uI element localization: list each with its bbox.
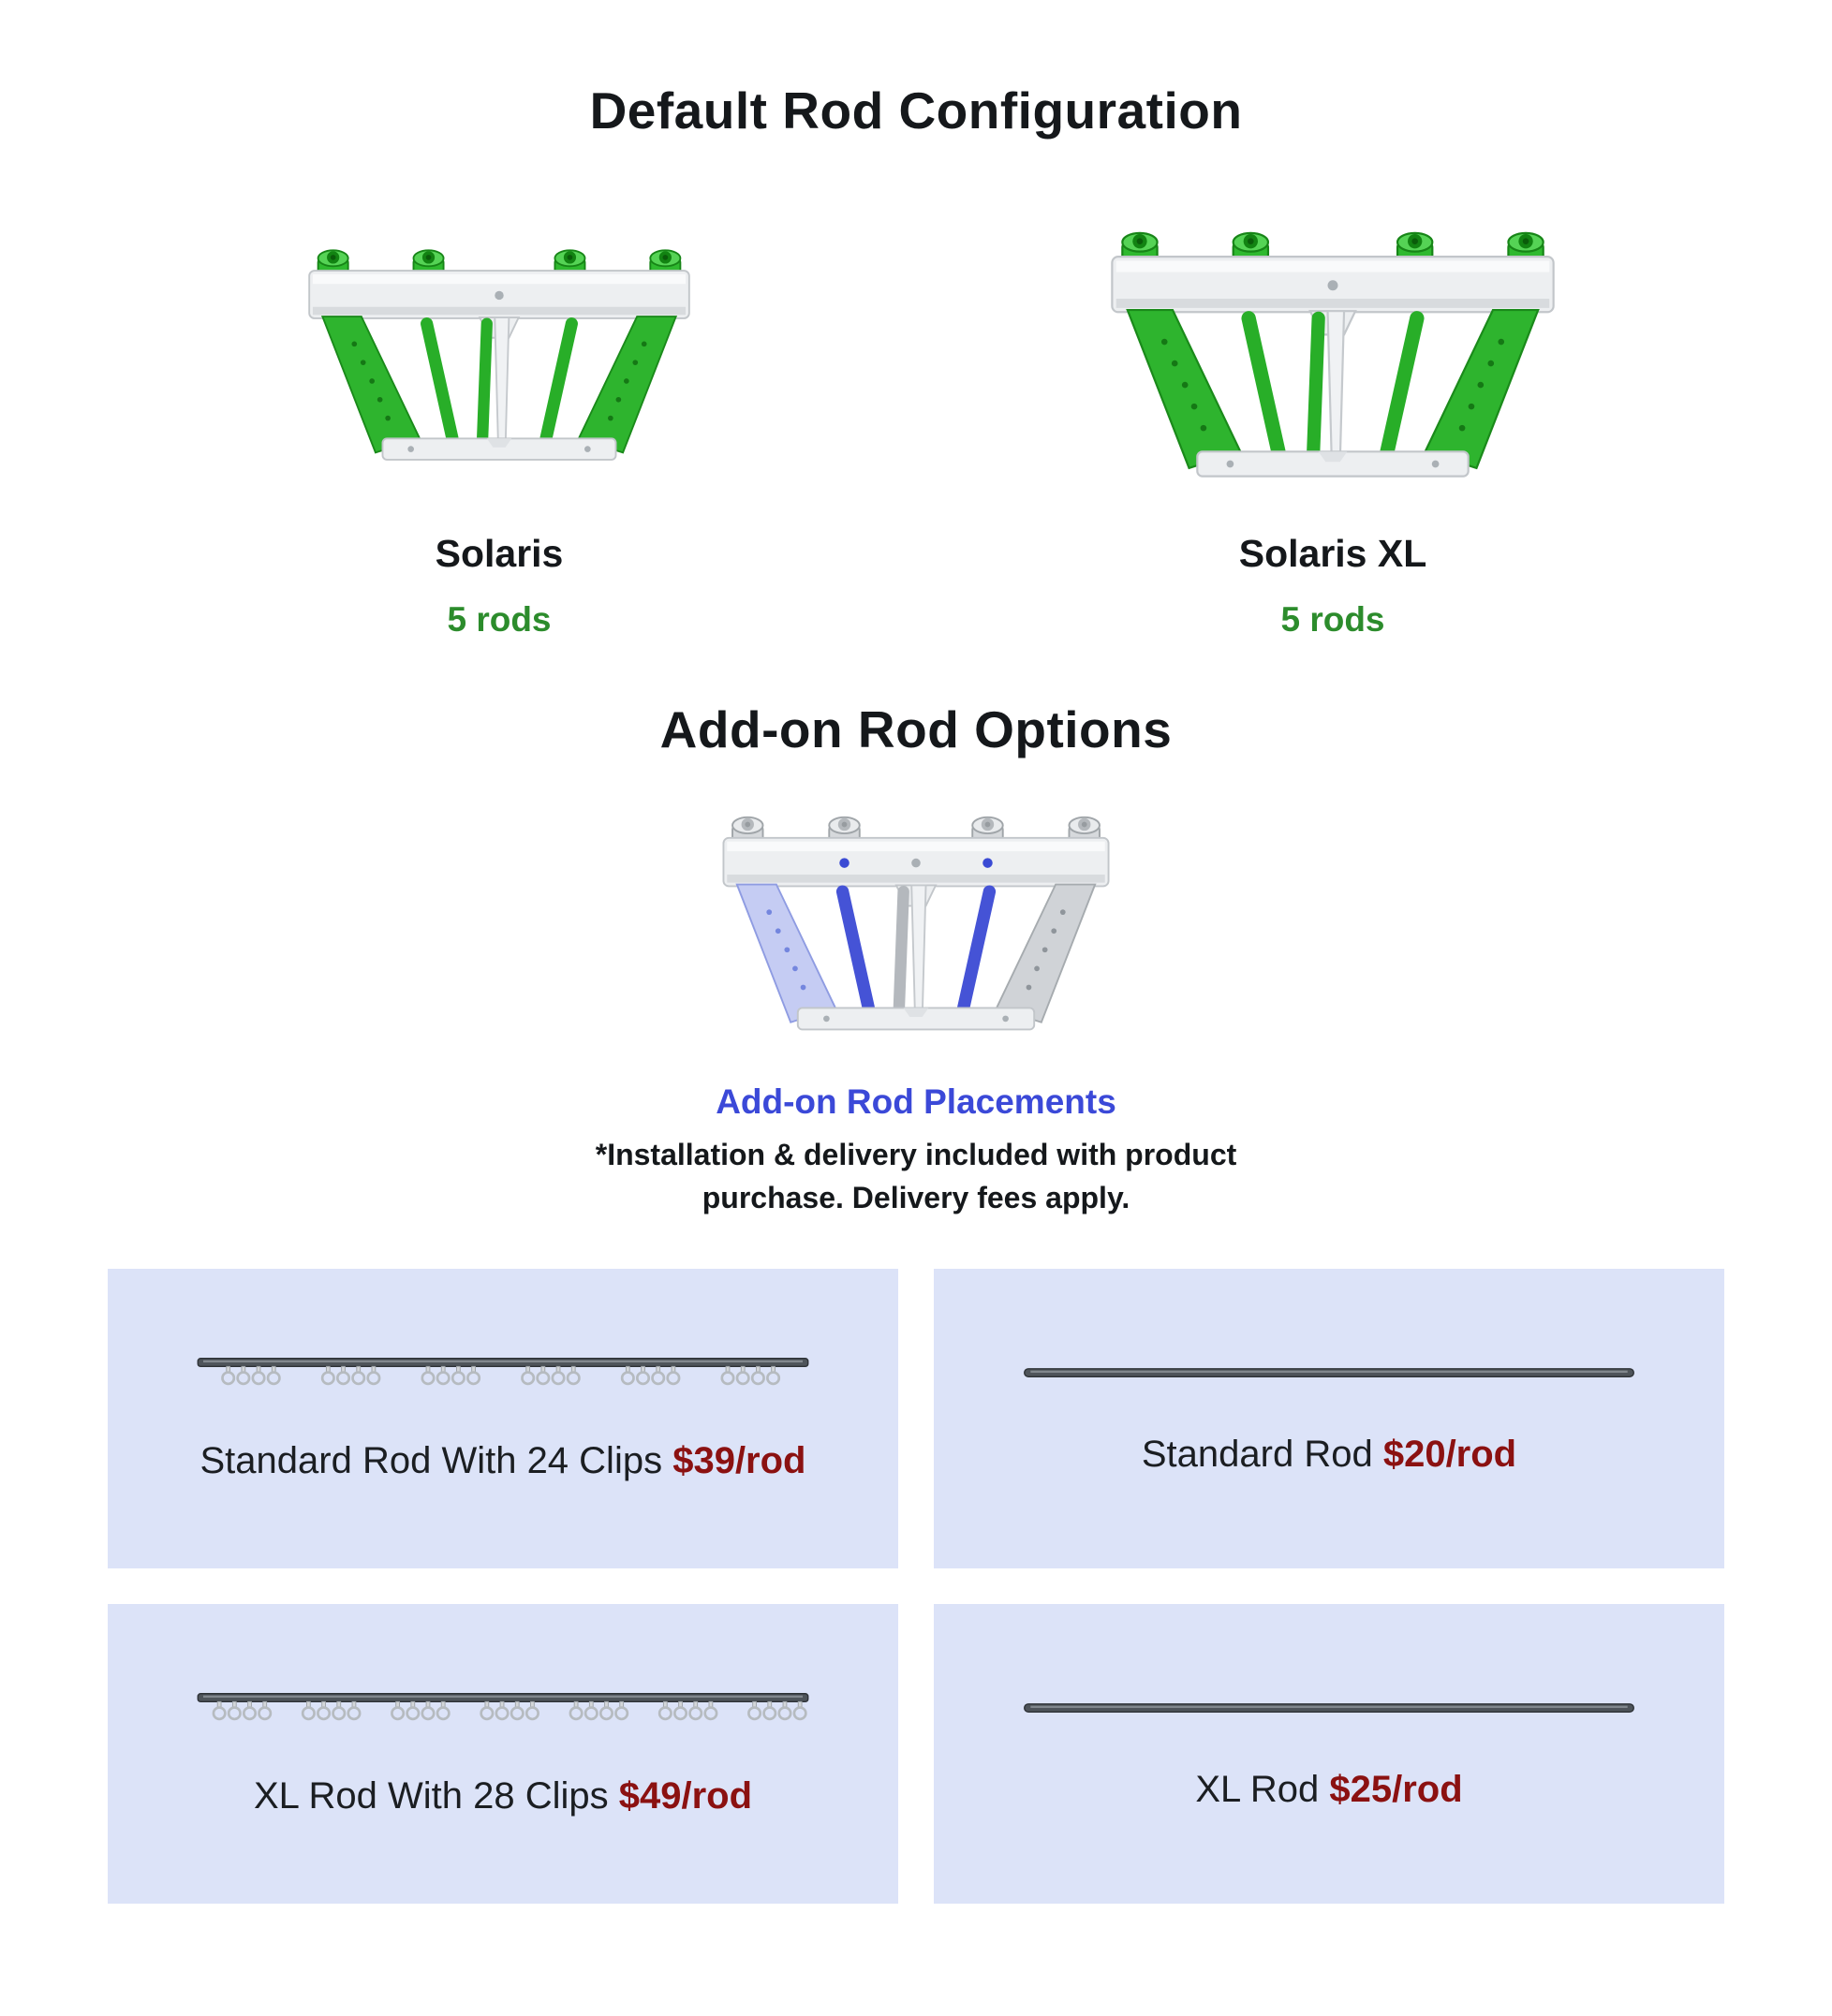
product-solaris: Solaris 5 rods <box>82 195 916 640</box>
card-price: $39/rod <box>672 1440 806 1482</box>
card-label: Standard Rod With 24 Clips $39/rod <box>200 1440 806 1482</box>
standard-rod-image <box>1020 1361 1638 1385</box>
card-xl-rod[interactable]: XL Rod $25/rod <box>934 1603 1724 1904</box>
addon-placement-label: Add-on Rod Placements <box>716 1082 1116 1121</box>
product-solaris-xl: Solaris XL 5 rods <box>916 195 1750 640</box>
page-title: Default Rod Configuration <box>589 81 1243 140</box>
addon-placement-rack-image <box>692 791 1140 1060</box>
card-price: $20/rod <box>1382 1433 1517 1475</box>
addon-heading: Add-on Rod Options <box>659 700 1173 758</box>
card-label-text: Standard Rod With 24 Clips <box>199 1440 663 1482</box>
card-label-text: XL Rod <box>1195 1768 1320 1810</box>
product-name: Solaris <box>435 532 564 575</box>
addon-image-wrap <box>692 791 1140 1060</box>
product-name: Solaris XL <box>1238 532 1427 575</box>
solaris-rack-image <box>278 225 720 490</box>
addon-pricing-grid: Standard Rod With 24 Clips $39/rod Stand… <box>108 1268 1724 2016</box>
card-label: XL Rod With 28 Clips $49/rod <box>254 1775 752 1817</box>
product-rod-count: 5 rods <box>1280 600 1385 639</box>
installation-note-line2: purchase. Delivery fees apply. <box>702 1181 1130 1215</box>
default-products-row: Solaris 5 rods Solaris XL 5 rods <box>82 195 1750 640</box>
card-label: Standard Rod $20/rod <box>1142 1434 1516 1476</box>
xl-rod-image <box>1020 1697 1638 1720</box>
installation-note: *Installation & delivery included with p… <box>596 1133 1237 1220</box>
card-standard-rod-with-clips[interactable]: Standard Rod With 24 Clips $39/rod <box>108 1268 898 1568</box>
card-xl-rod-with-clips[interactable]: XL Rod With 28 Clips $49/rod <box>108 1603 898 1904</box>
card-label: XL Rod $25/rod <box>1195 1769 1462 1811</box>
card-standard-rod[interactable]: Standard Rod $20/rod <box>934 1268 1724 1568</box>
card-price: $49/rod <box>618 1775 753 1817</box>
solaris-image-wrap <box>278 195 720 519</box>
xl-rod-with-clips-image <box>188 1689 818 1727</box>
card-price: $25/rod <box>1329 1768 1463 1810</box>
solaris-xl-rack-image <box>1076 203 1589 511</box>
card-label-text: XL Rod With 28 Clips <box>253 1775 609 1817</box>
card-label-text: Standard Rod <box>1141 1433 1373 1475</box>
installation-note-line1: *Installation & delivery included with p… <box>595 1138 1237 1171</box>
product-rod-count: 5 rods <box>447 600 552 639</box>
solaris-xl-image-wrap <box>1076 195 1589 519</box>
standard-rod-with-clips-image <box>188 1354 818 1391</box>
